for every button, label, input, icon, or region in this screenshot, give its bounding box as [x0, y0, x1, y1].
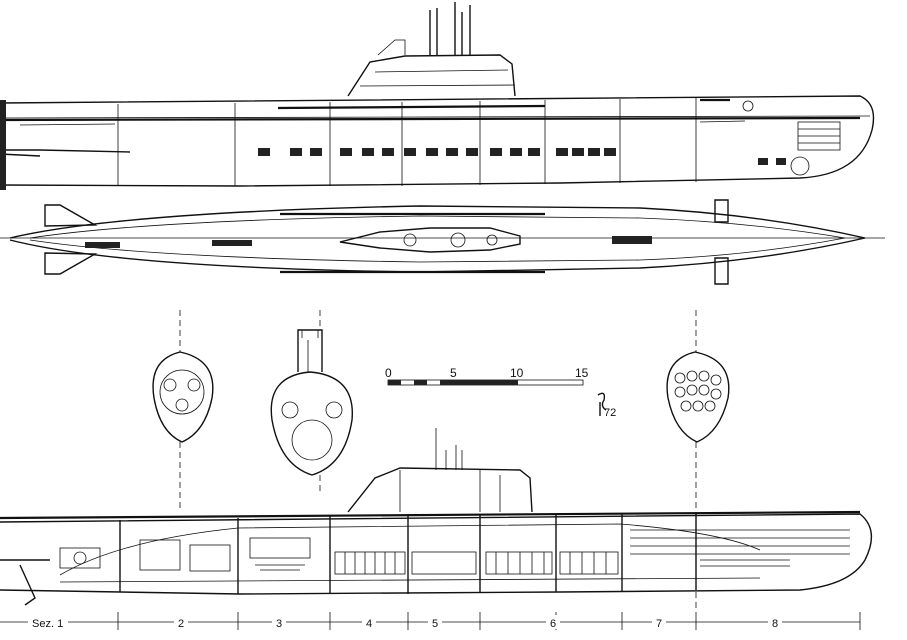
cross-section-right: [666, 310, 730, 610]
side-elevation: [0, 2, 875, 190]
signature-year: 72: [604, 407, 616, 419]
section-label-8: 8: [772, 618, 778, 630]
engine-room: [59, 537, 311, 572]
scale-tick-15: 15: [575, 366, 589, 380]
section-label-5: 5: [432, 618, 438, 630]
scale-tick-0: 0: [385, 366, 392, 380]
section-label-6: 6: [550, 618, 556, 630]
section-label-3: 3: [276, 618, 282, 630]
longitudinal-section: [0, 428, 873, 606]
scale-bar: 0 5 10 15: [385, 366, 589, 386]
section-label-2: 2: [178, 618, 184, 630]
section-label-4: 4: [366, 618, 372, 630]
artist-signature: 72: [597, 392, 616, 419]
plan-view: [0, 199, 885, 285]
section-label-7: 7: [656, 618, 662, 630]
section-index: Sez. 1 2 3 4 5 6 7 8: [0, 612, 861, 630]
scale-tick-5: 5: [450, 366, 457, 380]
cross-section-middle: [270, 310, 353, 492]
section-label-1: Sez. 1: [32, 618, 63, 630]
battery-cells: [334, 551, 619, 575]
torpedo-tubes: [630, 529, 850, 567]
limber-holes: [258, 148, 786, 165]
cross-section-left: [152, 310, 214, 510]
scale-tick-10: 10: [510, 366, 524, 380]
